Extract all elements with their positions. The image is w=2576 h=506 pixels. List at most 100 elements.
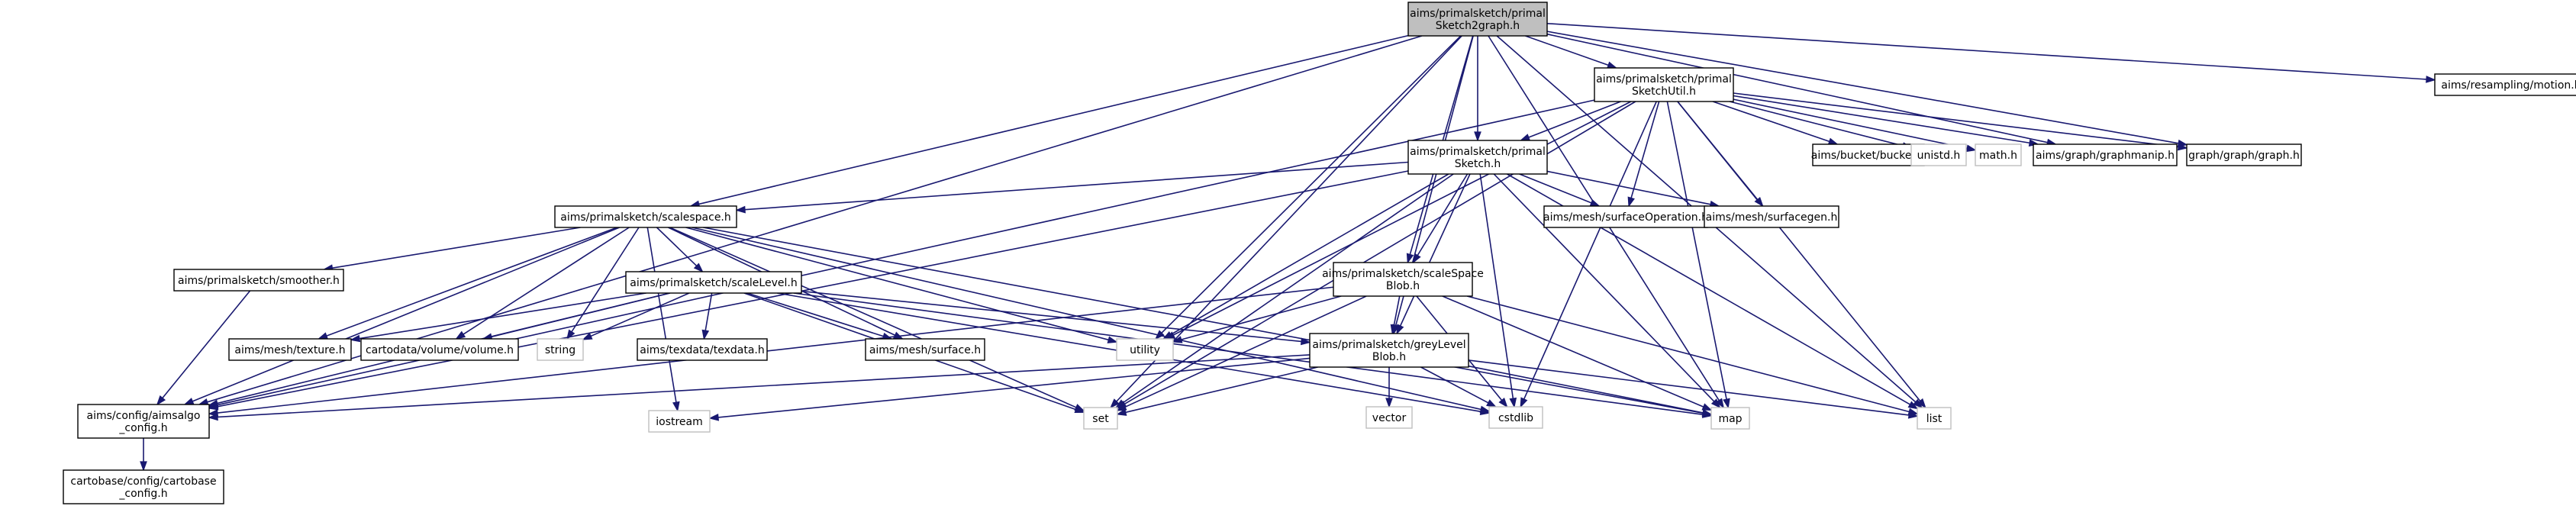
edge-line [1393, 295, 1401, 326]
edge-util-to-cstdlib [1520, 101, 1657, 408]
arrow-head-icon [1406, 253, 1414, 264]
arrow-head-icon [1701, 403, 1713, 411]
arrow-head-icon [566, 329, 575, 340]
node-graph[interactable]: graph/graph/graph.h [2186, 143, 2302, 166]
node-smoother[interactable]: aims/primalsketch/smoother.h [173, 269, 344, 292]
node-label: Blob.h [1386, 280, 1420, 292]
node-label: aims/config/aimsalgo [87, 410, 201, 422]
node-box [173, 269, 344, 292]
node-surfop[interactable]: aims/mesh/surfaceOperation.h [1543, 205, 1708, 228]
node-texture[interactable]: aims/mesh/texture.h [228, 338, 352, 361]
arrow-head-icon [350, 334, 361, 343]
edge-line [1124, 295, 1367, 408]
edge-line [692, 227, 1481, 411]
node-box [360, 338, 519, 361]
node-surfgen[interactable]: aims/mesh/surfacegen.h [1704, 205, 1839, 228]
edge-line [1546, 22, 2427, 80]
node-volume[interactable]: cartodata/volume/volume.h [360, 338, 519, 361]
edge-line [1546, 31, 2179, 144]
edge-line [359, 292, 646, 340]
node-texdata[interactable]: aims/texdata/texdata.h [637, 338, 768, 361]
edge-line [746, 292, 884, 337]
edge-scalelevel-to-texture [350, 292, 646, 343]
edge-line [1677, 101, 1921, 401]
edge-root-to-resampling [1546, 22, 2436, 83]
edge-greyblob-to-list [1468, 359, 1919, 419]
edge-psketch-to-scalespace [735, 161, 1409, 214]
edge-line [1116, 35, 1462, 402]
node-resampling[interactable]: aims/resampling/motion.h [2434, 73, 2576, 96]
edge-line [1493, 173, 1715, 402]
node-box [865, 338, 985, 361]
arrow-head-icon [2426, 76, 2436, 83]
node-utility: utility [1116, 338, 1174, 361]
node-box [1309, 333, 1469, 368]
arrow-head-icon [1509, 397, 1517, 408]
edge-scalelevel-to-greyblob [801, 290, 1311, 346]
node-box [77, 404, 210, 439]
node-surface[interactable]: aims/mesh/surface.h [865, 338, 985, 361]
edge-psketch-to-map [1493, 173, 1721, 409]
arrow-head-icon [1412, 253, 1421, 264]
node-box [2434, 73, 2576, 96]
edge-util-to-unistd [1729, 101, 1913, 150]
arrow-head-icon [1701, 408, 1713, 417]
edge-line [703, 227, 1704, 414]
edge-scalelevel-to-texdata [701, 292, 713, 340]
edge-greyblob-to-map [1468, 365, 1713, 417]
edge-line [1733, 92, 2179, 148]
node-cartobase[interactable]: cartobase/config/cartobase_config.h [63, 469, 224, 504]
arrow-head-icon [708, 414, 720, 421]
node-label: aims/graph/graphmanip.h [2036, 150, 2175, 162]
edge-line [1170, 173, 1449, 336]
edge-line [1733, 95, 2030, 144]
node-label: aims/mesh/surfacegen.h [1706, 211, 1838, 224]
node-label: list [1926, 413, 1942, 425]
edge-scalespace-to-utility [685, 227, 1118, 343]
edge-line [1399, 173, 1471, 327]
arrow-head-icon [317, 332, 329, 340]
arrow-head-icon [1965, 144, 1977, 153]
node-label: math.h [1979, 150, 2017, 162]
arrow-head-icon [1474, 131, 1481, 142]
edge-util-to-graphmanip [1733, 95, 2039, 147]
arrow-head-icon [735, 205, 746, 214]
node-scalespace[interactable]: aims/primalsketch/scalespace.h [554, 205, 737, 228]
edge-greyblob-to-iostream [708, 357, 1311, 421]
edge-line [1525, 35, 1609, 66]
edge-line [1442, 295, 1704, 408]
arrow-head-icon [1710, 398, 1721, 409]
node-box [63, 469, 224, 504]
arrow-head-icon [1715, 398, 1725, 409]
node-cstdlib: cstdlib [1488, 406, 1543, 429]
node-aimsalgo[interactable]: aims/config/aimsalgo_config.h [77, 404, 210, 439]
node-vector: vector [1365, 406, 1413, 429]
edge-line [801, 290, 1302, 343]
edge-line [744, 161, 1409, 211]
node-bucket[interactable]: aims/bucket/bucket.h [1811, 143, 1926, 166]
node-label: aims/mesh/surfaceOperation.h [1543, 211, 1708, 224]
arrow-head-icon [1607, 61, 1618, 69]
node-graphmanip[interactable]: aims/graph/graphmanip.h [2033, 143, 2178, 166]
edge-ssblob-to-map [1442, 295, 1713, 411]
node-label: aims/primalsketch/scaleSpace [1322, 268, 1484, 280]
node-box [1704, 205, 1839, 228]
node-box [1083, 407, 1118, 430]
edge-line [332, 227, 581, 269]
edge-line [1479, 173, 1514, 399]
node-box [1910, 143, 1967, 166]
edge-line [1125, 366, 1318, 414]
edge-line [463, 227, 630, 335]
node-scalelevel[interactable]: aims/primalsketch/scaleLevel.h [625, 271, 802, 294]
node-label: Sketch2graph.h [1436, 20, 1520, 32]
edge-line [1466, 295, 1910, 413]
edge-root-to-scalespace [689, 34, 1409, 208]
edge-psketch-to-surfgen [1546, 170, 1720, 208]
node-label: unistd.h [1917, 150, 1961, 162]
